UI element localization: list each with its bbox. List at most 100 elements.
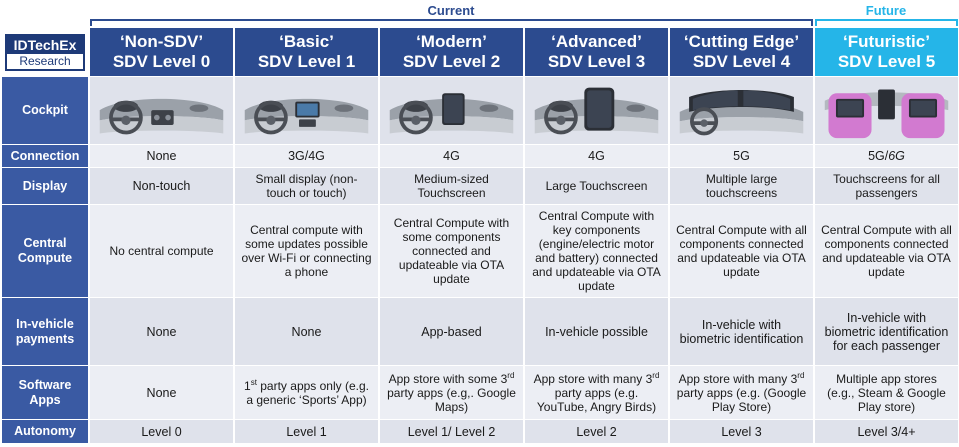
cell-text-part: party apps (e.g,. Google Maps) xyxy=(387,385,516,414)
cell-text: Level 3/4+ xyxy=(857,424,916,439)
cockpit-medium-touchscreen-icon xyxy=(389,92,514,134)
cell-text: App store with many 3rd party apps (e.g.… xyxy=(676,371,807,414)
software-apps-level-3: App store with many 3rd party apps (e.g.… xyxy=(525,366,668,419)
logo-cell: IDTechEx Research xyxy=(2,28,88,76)
cell-text: 1st party apps only (e.g. a generic ‘Spo… xyxy=(241,377,372,407)
cell-text: Central compute with some updates possib… xyxy=(241,223,372,279)
cockpit-multiple-screens-icon xyxy=(679,89,804,135)
cockpit-analog-console-icon xyxy=(99,98,224,134)
current-group-bracket xyxy=(90,19,813,26)
cell-text: None xyxy=(291,324,322,339)
display-level-2: Medium-sized Touchscreen xyxy=(380,168,523,204)
row-label-autonomy: Autonomy xyxy=(2,420,88,443)
sdv-levels-table: IDTechEx Research ‘Non-SDV’SDV Level 0 ‘… xyxy=(2,28,958,443)
cell-text: Level 1/ Level 2 xyxy=(407,424,496,439)
row-label-cockpit: Cockpit xyxy=(2,77,88,144)
cell-text: In-vehicle possible xyxy=(545,324,648,339)
cockpit-large-touchscreen-icon xyxy=(534,87,659,134)
payments-level-3: In-vehicle possible xyxy=(525,298,668,365)
column-name: ‘Cutting Edge’ xyxy=(683,32,800,51)
cell-text: Central Compute with all components conn… xyxy=(821,223,952,279)
payments-level-2: App-based xyxy=(380,298,523,365)
payments-level-1: None xyxy=(235,298,378,365)
central-compute-level-2: Central Compute with some components con… xyxy=(380,205,523,297)
cell-text: Level 1 xyxy=(286,424,327,439)
column-header-level-2: ‘Modern’SDV Level 2 xyxy=(380,28,523,76)
display-level-0: Non-touch xyxy=(90,168,233,204)
cockpit-level-5 xyxy=(815,77,958,144)
cell-text: Central Compute with all components conn… xyxy=(676,223,807,279)
payments-level-4: In-vehicle with biometric identification xyxy=(670,298,813,365)
column-header-level-3: ‘Advanced’SDV Level 3 xyxy=(525,28,668,76)
software-apps-level-1: 1st party apps only (e.g. a generic ‘Spo… xyxy=(235,366,378,419)
cell-text: 5G xyxy=(733,149,750,163)
connection-level-0: None xyxy=(90,145,233,167)
cell-text-sup: rd xyxy=(507,370,515,380)
connection-level-2: 4G xyxy=(380,145,523,167)
connection-level-4: 5G xyxy=(670,145,813,167)
cell-text-part: party apps (e.g. (Google Play Store) xyxy=(676,385,807,414)
software-apps-level-4: App store with many 3rd party apps (e.g.… xyxy=(670,366,813,419)
column-header-level-1: ‘Basic’SDV Level 1 xyxy=(235,28,378,76)
autonomy-level-5: Level 3/4+ xyxy=(815,420,958,443)
cockpit-small-display-icon xyxy=(244,98,369,134)
cell-text-part: App store with many 3 xyxy=(678,371,798,386)
future-group-label: Future xyxy=(865,3,907,18)
cell-text-sup: st xyxy=(250,377,257,387)
central-compute-level-5: Central Compute with all components conn… xyxy=(815,205,958,297)
column-level: SDV Level 2 xyxy=(402,52,501,71)
column-level: SDV Level 4 xyxy=(692,52,791,71)
column-name: ‘Advanced’ xyxy=(551,32,642,51)
column-header-level-5: ‘Futuristic’SDV Level 5 xyxy=(815,28,958,76)
cockpit-level-2 xyxy=(380,77,523,144)
cell-text-part: 5G/ xyxy=(868,149,889,163)
cockpit-passenger-screens-icon xyxy=(824,88,949,138)
logo-sub: Research xyxy=(7,53,83,69)
central-compute-level-4: Central Compute with all components conn… xyxy=(670,205,813,297)
future-group-bracket xyxy=(815,19,958,26)
cell-text: No central compute xyxy=(109,244,214,258)
column-level: SDV Level 1 xyxy=(257,52,356,71)
software-apps-level-5: Multiple app stores (e.g., Steam & Googl… xyxy=(815,366,958,419)
cell-text-part: party apps (e.g. YouTube, Angry Birds) xyxy=(536,385,657,414)
column-level: SDV Level 0 xyxy=(112,52,211,71)
column-name: ‘Basic’ xyxy=(279,32,334,51)
cockpit-level-1 xyxy=(235,77,378,144)
cell-text: Large Touchscreen xyxy=(545,179,648,193)
cell-text: In-vehicle with biometric identification… xyxy=(824,310,949,353)
cell-text: Central Compute with some components con… xyxy=(393,216,510,286)
cell-text: Medium-sized Touchscreen xyxy=(414,172,489,200)
column-name: ‘Non-SDV’ xyxy=(119,32,204,51)
cockpit-level-4 xyxy=(670,77,813,144)
cell-text: 5G/6G xyxy=(868,149,905,163)
cell-text-part: App store with some 3 xyxy=(388,371,508,386)
cell-text: Multiple large touchscreens xyxy=(705,172,778,200)
cockpit-level-3 xyxy=(525,77,668,144)
autonomy-level-0: Level 0 xyxy=(90,420,233,443)
cell-text: Level 0 xyxy=(141,424,182,439)
cell-text: Small display (non-touch or touch) xyxy=(255,172,358,200)
cell-text: Touchscreens for all passengers xyxy=(833,172,940,200)
cell-text: None xyxy=(146,385,177,400)
cell-text: 4G xyxy=(443,149,460,163)
autonomy-level-1: Level 1 xyxy=(235,420,378,443)
cell-text: 4G xyxy=(588,149,605,163)
logo-brand: IDTechEx xyxy=(7,35,83,54)
cell-text: App-based xyxy=(421,324,482,339)
payments-level-0: None xyxy=(90,298,233,365)
current-group-label: Current xyxy=(427,3,475,18)
cell-text: Central Compute with key components (eng… xyxy=(532,209,661,293)
display-level-4: Multiple large touchscreens xyxy=(670,168,813,204)
software-apps-level-0: None xyxy=(90,366,233,419)
cell-text-italic: 6G xyxy=(888,149,905,163)
cell-text: 3G/4G xyxy=(288,149,325,163)
row-label-central-compute: Central Compute xyxy=(2,205,88,297)
cell-text-part: App store with many 3 xyxy=(533,371,653,386)
display-level-1: Small display (non-touch or touch) xyxy=(235,168,378,204)
cell-text-part: party apps only (e.g. a generic ‘Sports’… xyxy=(246,378,369,407)
cell-text: App store with many 3rd party apps (e.g.… xyxy=(531,370,662,414)
cell-text: Multiple app stores (e.g., Steam & Googl… xyxy=(827,371,946,414)
cell-text-sup: rd xyxy=(652,370,660,380)
cell-text: App store with some 3rd party apps (e.g,… xyxy=(386,370,517,414)
column-level: SDV Level 3 xyxy=(547,52,646,71)
